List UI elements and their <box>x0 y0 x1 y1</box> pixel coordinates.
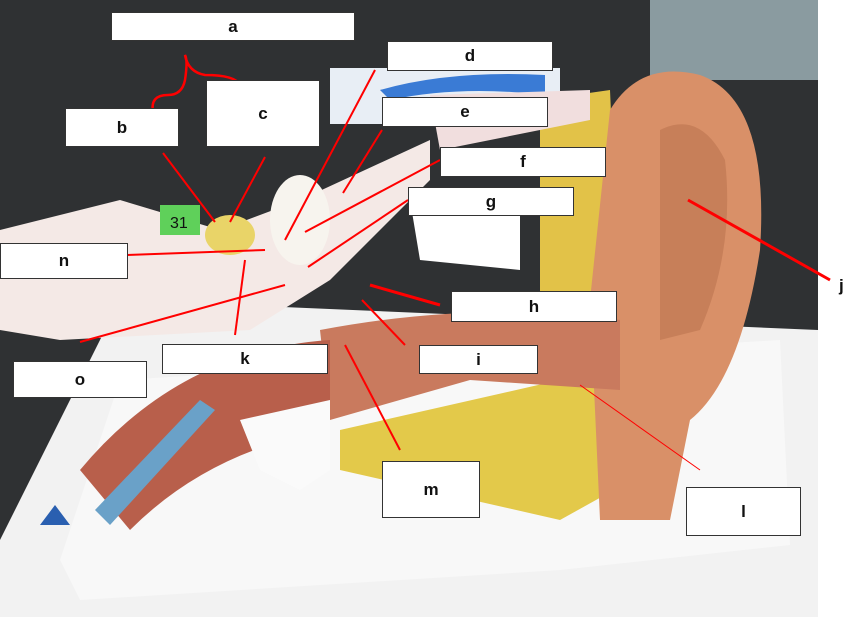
label-l: l <box>686 487 801 536</box>
label-i: i <box>419 345 538 374</box>
label-h: h <box>451 291 617 322</box>
model-tag-text: 31 <box>170 215 188 232</box>
label-n: n <box>0 243 128 279</box>
label-d: d <box>387 41 553 71</box>
label-j: j <box>839 276 844 295</box>
cochlea-area <box>270 175 330 265</box>
label-e: e <box>382 97 548 127</box>
label-c: c <box>206 80 320 147</box>
label-k: k <box>162 344 328 374</box>
label-g: g <box>408 187 574 216</box>
label-f: f <box>440 147 606 177</box>
tray <box>650 0 818 80</box>
label-m: m <box>382 461 480 518</box>
label-a: a <box>111 12 355 41</box>
brand-logo <box>40 505 70 525</box>
label-o: o <box>13 361 147 398</box>
label-b: b <box>65 108 179 147</box>
